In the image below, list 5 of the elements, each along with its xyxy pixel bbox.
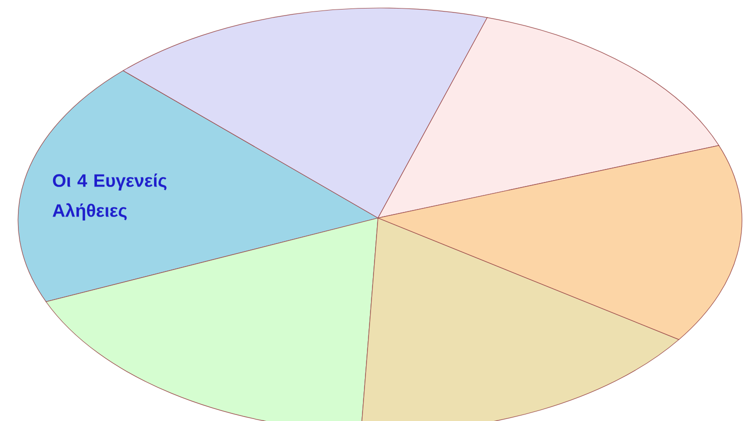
wedge	[378, 145, 742, 340]
wedge	[18, 70, 378, 302]
wedge	[378, 17, 720, 218]
wedge-label: Οι 4 Ευγενείς Αλήθειες	[52, 174, 166, 220]
wedge	[360, 218, 680, 421]
